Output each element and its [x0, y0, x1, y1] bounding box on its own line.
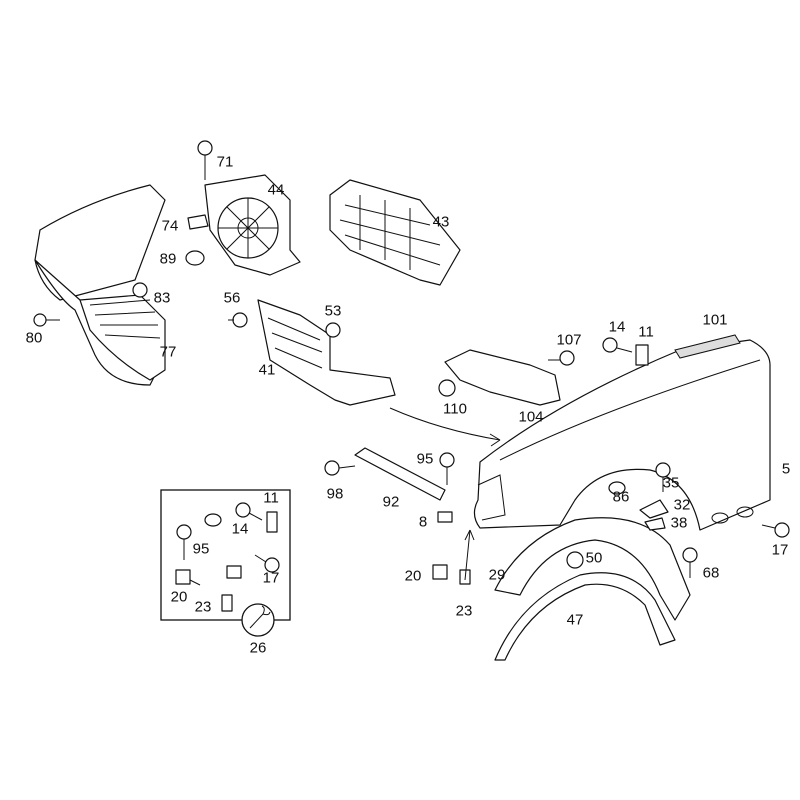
callout-8[interactable]: 8: [418, 513, 428, 531]
callout-43[interactable]: 43: [432, 213, 450, 231]
inset-callout-11[interactable]: 11: [263, 489, 279, 507]
part-47-wheel-arch-trim: [494, 572, 676, 661]
callout-47[interactable]: 47: [566, 611, 584, 629]
callout-29[interactable]: 29: [488, 566, 506, 584]
callout-5[interactable]: 5: [781, 460, 791, 478]
callout-104[interactable]: 104: [518, 408, 544, 426]
callout-68[interactable]: 68: [702, 564, 720, 582]
callout-17[interactable]: 17: [771, 541, 789, 559]
part-5-fender: [473, 339, 771, 531]
part-43-grille: [329, 179, 461, 286]
fasteners: [33, 140, 790, 585]
callout-41[interactable]: 41: [258, 361, 276, 379]
arrow-23-to-fender: [464, 529, 471, 581]
callout-83[interactable]: 83: [153, 289, 171, 307]
callout-95[interactable]: 95: [416, 450, 434, 468]
part-29-wheel-liner: [494, 517, 691, 621]
inset-callout-17[interactable]: 17: [262, 569, 280, 587]
callout-89[interactable]: 89: [159, 250, 177, 268]
callout-14[interactable]: 14: [608, 318, 626, 336]
part-101-strip: [674, 334, 741, 359]
arrow-41-to-fender: [389, 407, 501, 441]
part-41-air-guide: [257, 299, 396, 406]
inset-callout-26[interactable]: 26: [249, 639, 267, 657]
callout-44[interactable]: 44: [267, 181, 285, 199]
inset-callout-95[interactable]: 95: [192, 540, 210, 558]
inset-callout-14[interactable]: 14: [231, 520, 249, 538]
callout-23[interactable]: 23: [455, 602, 473, 620]
inset-callout-20[interactable]: 20: [170, 588, 188, 606]
callout-35[interactable]: 35: [662, 474, 680, 492]
callout-98[interactable]: 98: [326, 485, 344, 503]
callout-74[interactable]: 74: [161, 217, 179, 235]
callout-56[interactable]: 56: [223, 289, 241, 307]
callout-38[interactable]: 38: [670, 514, 688, 532]
callout-50[interactable]: 50: [585, 549, 603, 567]
part-44-fan-shroud: [204, 174, 301, 276]
part-92-bar: [354, 447, 446, 501]
callout-80[interactable]: 80: [25, 329, 43, 347]
callout-110[interactable]: 110: [443, 400, 467, 418]
callout-32[interactable]: 32: [673, 496, 691, 514]
part-11-clip: [635, 344, 649, 366]
callout-11[interactable]: 11: [638, 323, 654, 341]
callout-77[interactable]: 77: [159, 343, 177, 361]
callout-71[interactable]: 71: [216, 153, 234, 171]
fastener-inset-box: [160, 489, 291, 637]
inset-callout-23[interactable]: 23: [194, 598, 212, 616]
bumper-part: [34, 184, 166, 386]
callout-107[interactable]: 107: [556, 331, 582, 349]
callout-92[interactable]: 92: [382, 493, 400, 511]
callout-53[interactable]: 53: [324, 302, 342, 320]
part-104-bracket: [444, 349, 561, 406]
callout-86[interactable]: 86: [612, 488, 630, 506]
callout-20[interactable]: 20: [404, 567, 422, 585]
callout-101[interactable]: 101: [702, 311, 728, 329]
